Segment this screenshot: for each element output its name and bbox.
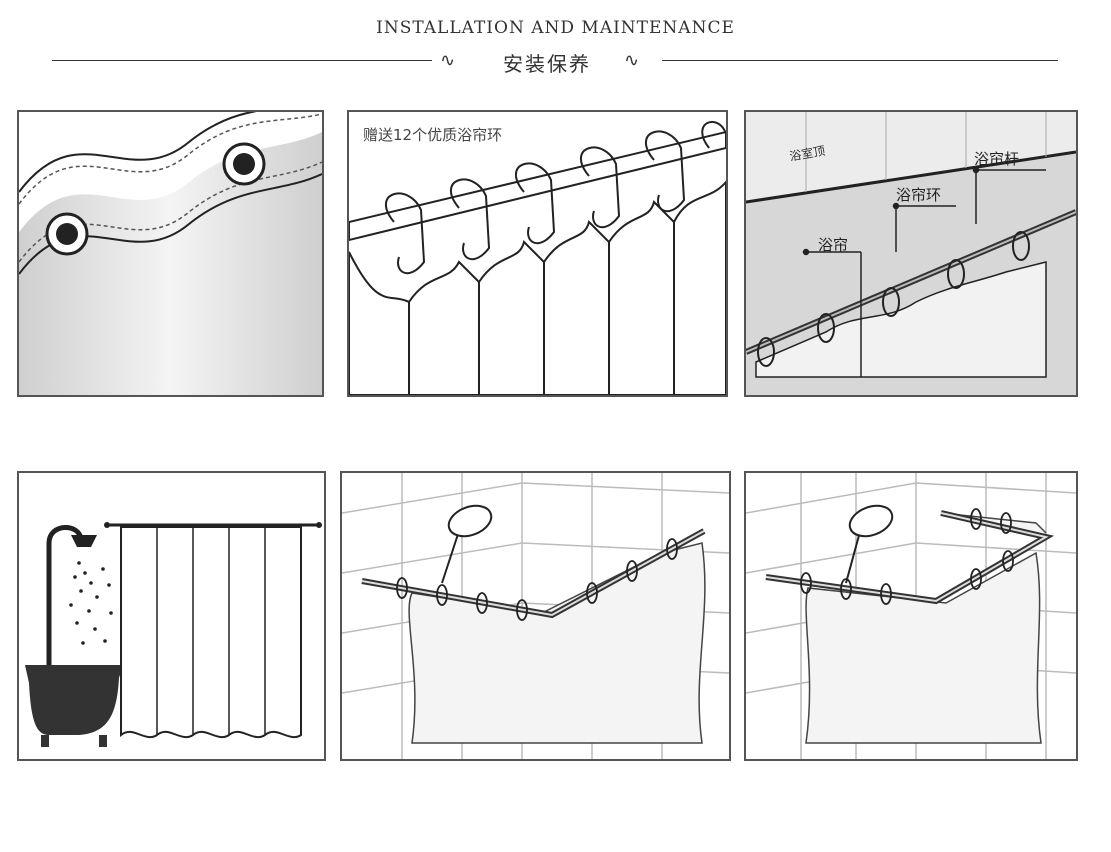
bathtub-illustration bbox=[19, 473, 324, 759]
label-curtain: 浴帘 bbox=[818, 234, 848, 255]
curtain-icon bbox=[806, 553, 1041, 743]
curtain-icon bbox=[121, 527, 301, 737]
shower-head-icon bbox=[846, 500, 897, 583]
curtain-icon bbox=[409, 543, 705, 743]
rings-caption: 赠送12个优质浴帘环 bbox=[363, 124, 502, 145]
grommet-icon bbox=[224, 144, 264, 184]
subtitle-row: ∿ 安装保养 ∿ bbox=[0, 46, 1111, 76]
divider-right bbox=[662, 60, 1058, 61]
page-title-cn: 安装保养 bbox=[472, 48, 622, 77]
header: INSTALLATION AND MAINTENANCE ∿ 安装保养 ∿ bbox=[0, 0, 1111, 100]
panel-corner-curtain-a bbox=[340, 471, 731, 761]
corner-illustration-a bbox=[342, 473, 729, 759]
panel-labeled-diagram: 浴室顶 浴帘杆 浴帘环 浴帘 bbox=[744, 110, 1078, 397]
grommet-illustration bbox=[19, 112, 322, 395]
rings-illustration bbox=[349, 112, 726, 395]
grommet-icon bbox=[47, 214, 87, 254]
label-rod: 浴帘杆 bbox=[974, 148, 1019, 169]
panel-corner-curtain-b bbox=[744, 471, 1078, 761]
swirl-left-icon: ∿ bbox=[440, 50, 455, 71]
swirl-right-icon: ∿ bbox=[624, 50, 639, 71]
bathtub-icon bbox=[25, 665, 123, 735]
page-title-en: INSTALLATION AND MAINTENANCE bbox=[0, 18, 1111, 38]
label-ring: 浴帘环 bbox=[896, 184, 941, 205]
shower-head-icon bbox=[442, 500, 495, 583]
panel-rings-on-rod: 赠送12个优质浴帘环 bbox=[347, 110, 728, 397]
divider-left bbox=[52, 60, 432, 61]
panel-grommet-closeup bbox=[17, 110, 324, 397]
panel-bathtub-curtain bbox=[17, 471, 326, 761]
water-drops bbox=[69, 561, 113, 645]
corner-illustration-b bbox=[746, 473, 1076, 759]
